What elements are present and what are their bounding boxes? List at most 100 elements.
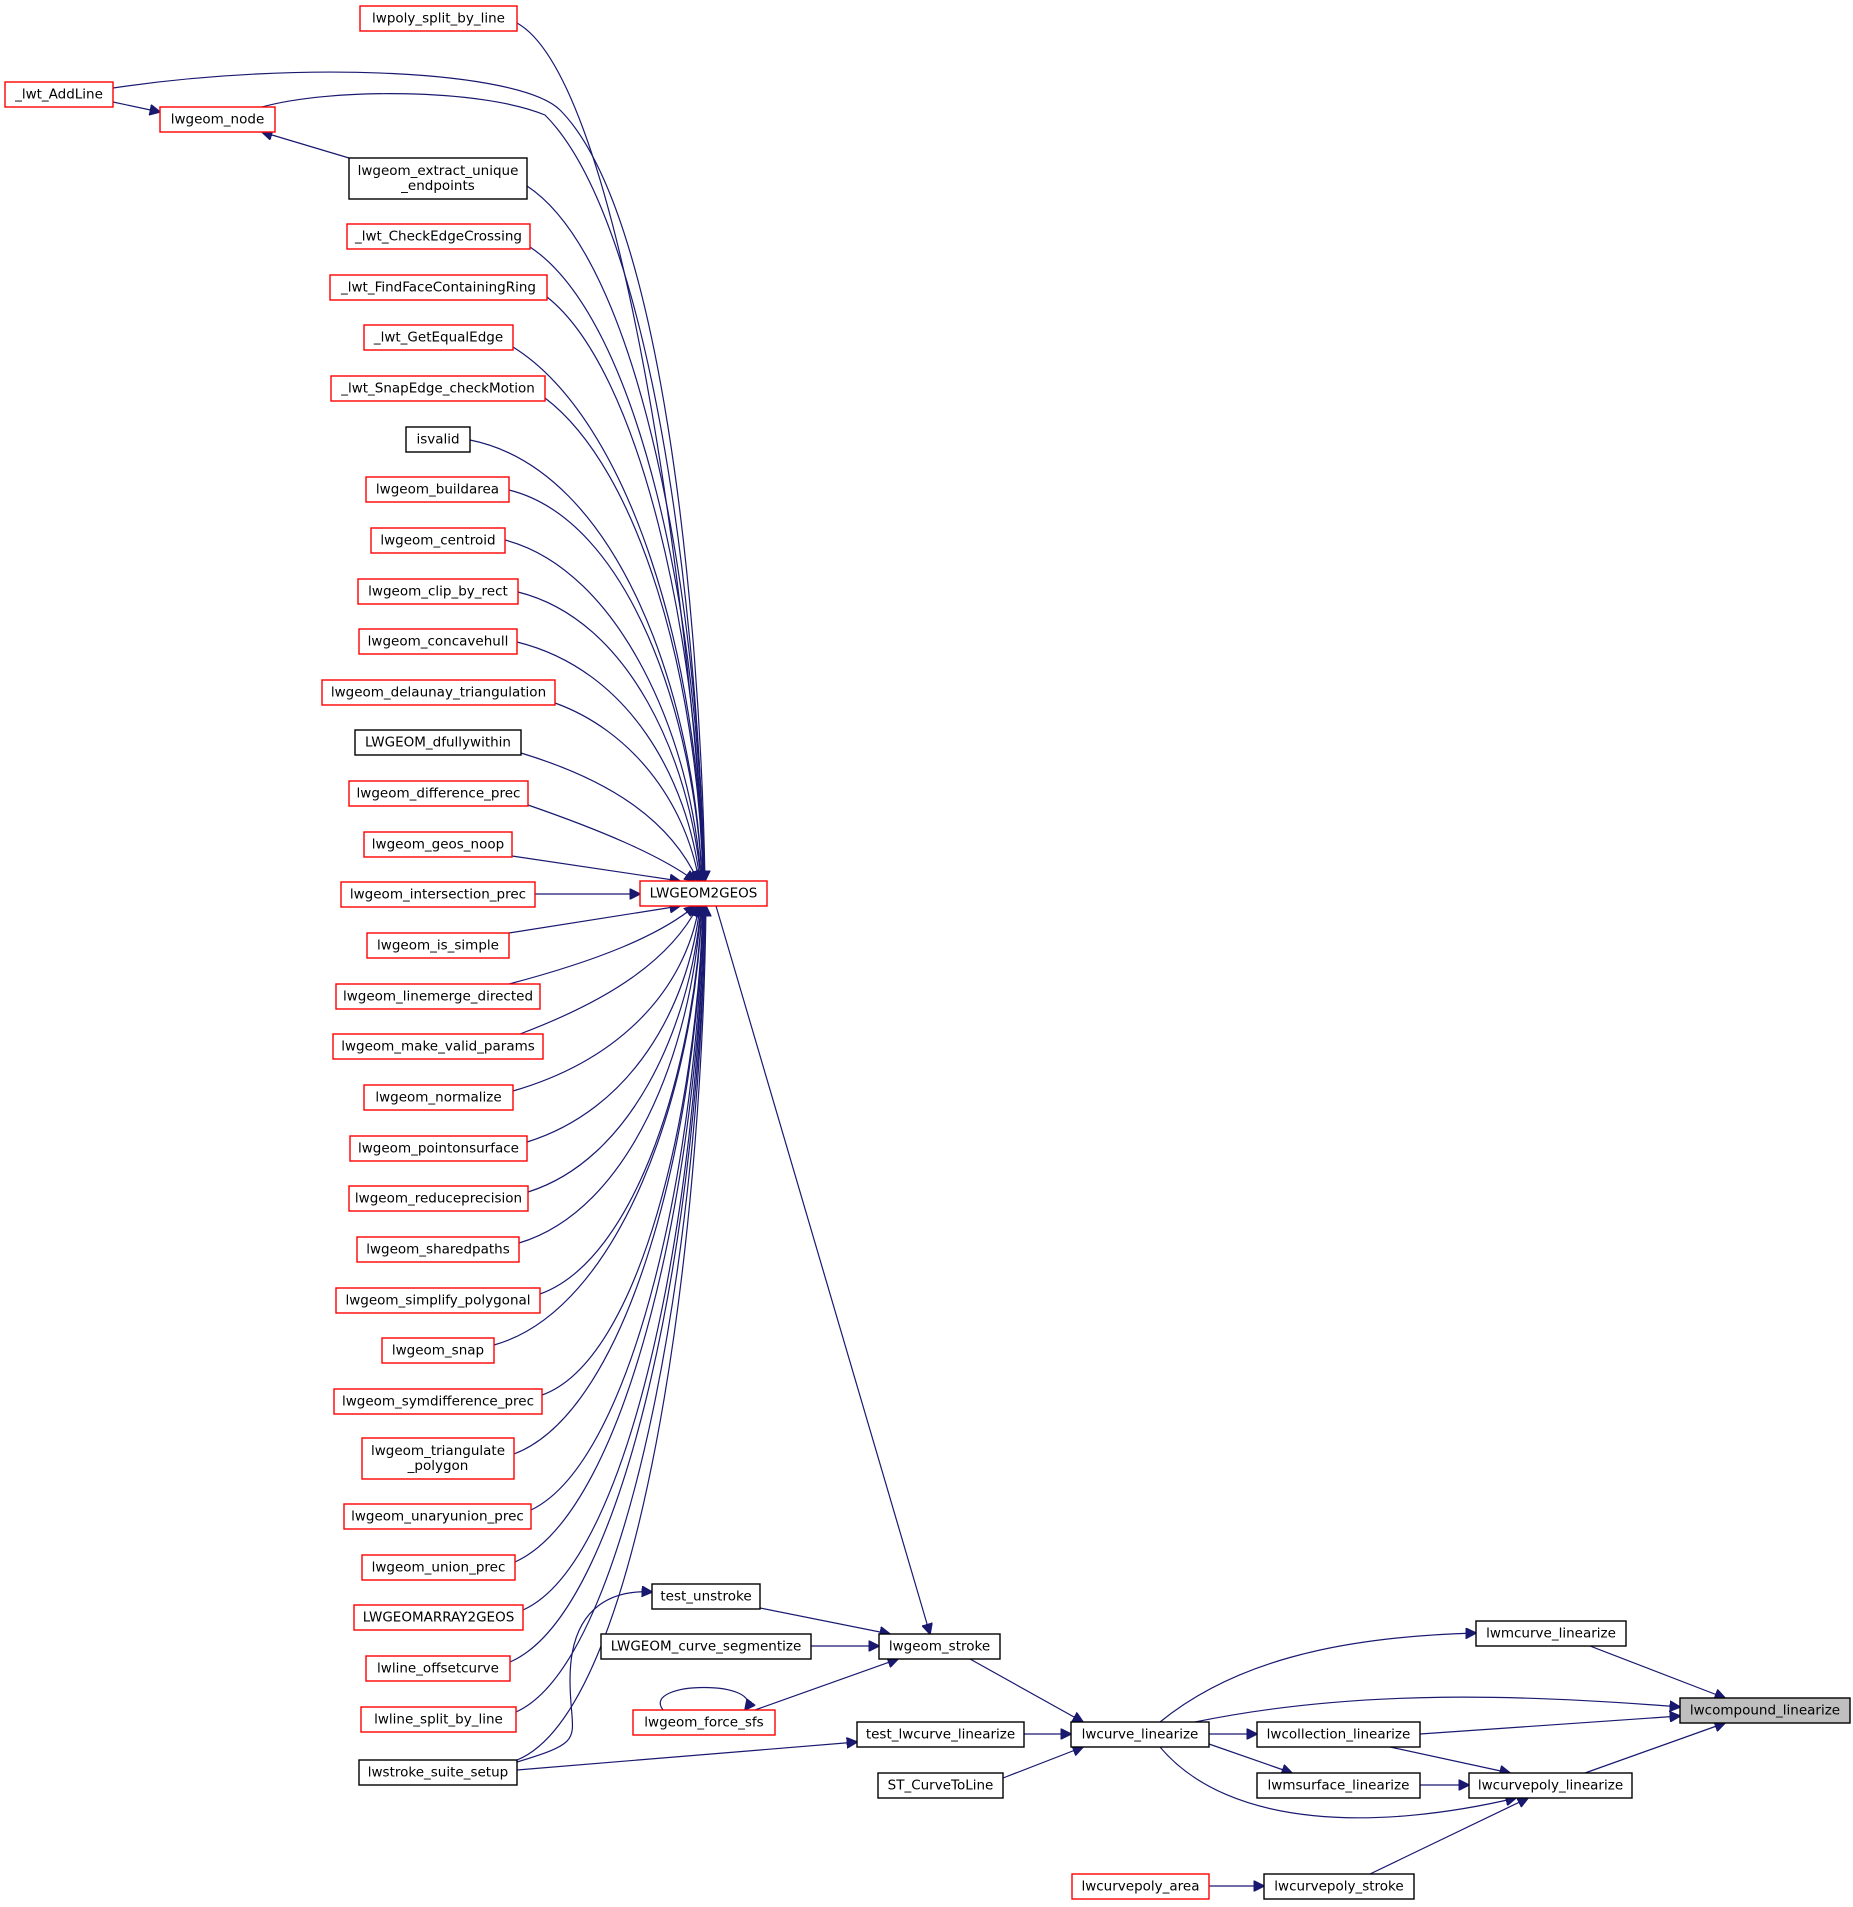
- node-lwgeom_simplify_polygonal[interactable]: lwgeom_simplify_polygonal: [335, 1287, 541, 1314]
- edge-lwgeom_delaunay_triangulation-to-LWGEOM2GEOS: [554, 702, 699, 881]
- edge-lwline_split_by_line-to-LWGEOM2GEOS: [515, 906, 705, 1713]
- node-box: [361, 1554, 516, 1581]
- node-box: [877, 1772, 1004, 1799]
- node-test_lwcurve_linearize[interactable]: test_lwcurve_linearize: [856, 1721, 1025, 1748]
- node-lwgeom_pointonsurface[interactable]: lwgeom_pointonsurface: [349, 1135, 528, 1162]
- node-lwcurve_linearize[interactable]: lwcurve_linearize: [1070, 1721, 1210, 1748]
- node-ST_CurveToLine[interactable]: ST_CurveToLine: [877, 1772, 1004, 1799]
- edge-LWGEOMARRAY2GEOS-to-LWGEOM2GEOS: [522, 906, 704, 1611]
- node-lwgeom_buildarea[interactable]: lwgeom_buildarea: [365, 476, 510, 503]
- node-_lwt_CheckEdgeCrossing[interactable]: _lwt_CheckEdgeCrossing: [346, 223, 531, 250]
- node-box: [335, 1287, 541, 1314]
- node-isvalid[interactable]: isvalid: [405, 426, 471, 453]
- node-lwmcurve_linearize[interactable]: lwmcurve_linearize: [1475, 1620, 1627, 1647]
- node-box: [330, 375, 546, 402]
- node-lwgeom_extract_unique_endpoints[interactable]: lwgeom_extract_unique_endpoints: [348, 157, 528, 200]
- node-lwgeom_sharedpaths[interactable]: lwgeom_sharedpaths: [356, 1236, 520, 1263]
- node-box: [363, 831, 513, 858]
- edge-LWGEOM2GEOS-to-lwgeom_stroke: [715, 905, 930, 1634]
- node-box: [332, 1033, 544, 1060]
- node-box: [1070, 1721, 1210, 1748]
- edge-lwpoly_split_by_line-to-LWGEOM2GEOS: [516, 22, 705, 881]
- edge-_lwt_AddLine-to-lwgeom_node: [112, 101, 160, 112]
- node-lwgeom_geos_noop[interactable]: lwgeom_geos_noop: [363, 831, 513, 858]
- edge-lwgeom_geos_noop-to-LWGEOM2GEOS: [511, 855, 680, 881]
- node-lwgeom_normalize[interactable]: lwgeom_normalize: [363, 1084, 514, 1111]
- edge-lwgeom_difference_prec-to-LWGEOM2GEOS: [527, 804, 695, 881]
- node-_lwt_AddLine[interactable]: _lwt_AddLine: [4, 81, 114, 108]
- node-_lwt_FindFaceContainingRing[interactable]: _lwt_FindFaceContainingRing: [329, 274, 548, 301]
- node-box: [358, 1759, 518, 1786]
- node-lwgeom_concavehull[interactable]: lwgeom_concavehull: [358, 628, 518, 655]
- edge-lwgeom_simplify_polygonal-to-LWGEOM2GEOS: [539, 906, 702, 1295]
- node-box: [343, 1503, 532, 1530]
- node-_lwt_SnapEdge_checkMotion[interactable]: _lwt_SnapEdge_checkMotion: [330, 375, 546, 402]
- node-label: lwmcurve_linearize: [1486, 1626, 1616, 1642]
- node-lwgeom_delaunay_triangulation[interactable]: lwgeom_delaunay_triangulation: [321, 679, 556, 706]
- node-label: lwcurve_linearize: [1082, 1727, 1199, 1743]
- node-lwgeom_clip_by_rect[interactable]: lwgeom_clip_by_rect: [357, 578, 519, 605]
- edge-LWGEOM_dfullywithin-to-LWGEOM2GEOS: [520, 752, 698, 881]
- node-lwpoly_split_by_line[interactable]: lwpoly_split_by_line: [359, 5, 518, 32]
- node-lwgeom_centroid[interactable]: lwgeom_centroid: [370, 527, 506, 554]
- node-LWGEOM_dfullywithin[interactable]: LWGEOM_dfullywithin: [354, 729, 522, 756]
- node-lwgeom_unaryunion_prec[interactable]: lwgeom_unaryunion_prec: [343, 1503, 532, 1530]
- node-lwgeom_intersection_prec[interactable]: lwgeom_intersection_prec: [340, 881, 536, 908]
- node-LWGEOM_curve_segmentize[interactable]: LWGEOM_curve_segmentize: [600, 1633, 812, 1660]
- edge-lwgeom_unaryunion_prec-to-LWGEOM2GEOS: [530, 906, 703, 1511]
- node-label: lwgeom_is_simple: [377, 938, 499, 954]
- node-LWGEOM2GEOS[interactable]: LWGEOM2GEOS: [639, 880, 768, 907]
- node-box: [856, 1721, 1025, 1748]
- node-box: [349, 1135, 528, 1162]
- node-box: [651, 1583, 761, 1610]
- node-label: lwgeom_force_sfs: [644, 1715, 763, 1731]
- node-lwcurvepoly_linearize[interactable]: lwcurvepoly_linearize: [1468, 1772, 1633, 1799]
- node-box: [357, 578, 519, 605]
- node-lwgeom_snap[interactable]: lwgeom_snap: [381, 1337, 495, 1364]
- node-lwgeom_reduceprecision[interactable]: lwgeom_reduceprecision: [348, 1185, 529, 1212]
- node-label: lwcompound_linearize: [1690, 1703, 1840, 1719]
- node-label: lwgeom_extract_unique: [358, 163, 519, 179]
- node-box: [1679, 1697, 1851, 1724]
- node-label: _lwt_FindFaceContainingRing: [340, 280, 536, 296]
- node-lwline_offsetcurve[interactable]: lwline_offsetcurve: [365, 1655, 511, 1682]
- node-box: [321, 679, 556, 706]
- node-lwgeom_difference_prec[interactable]: lwgeom_difference_prec: [348, 780, 529, 807]
- node-box: [363, 1084, 514, 1111]
- node-label: _polygon: [407, 1458, 469, 1474]
- node-lwstroke_suite_setup[interactable]: lwstroke_suite_setup: [358, 1759, 518, 1786]
- node-box: [359, 5, 518, 32]
- node-label: lwgeom_sharedpaths: [366, 1242, 510, 1258]
- node-lwgeom_symdifference_prec[interactable]: lwgeom_symdifference_prec: [333, 1388, 543, 1415]
- node-box: [365, 476, 510, 503]
- edge-lwstroke_suite_setup-to-test_lwcurve_linearize: [516, 1742, 857, 1771]
- node-label: lwgeom_buildarea: [376, 482, 499, 498]
- node-lwgeom_force_sfs[interactable]: lwgeom_force_sfs: [632, 1709, 776, 1736]
- node-box: [361, 1437, 515, 1480]
- node-lwgeom_node[interactable]: lwgeom_node: [159, 106, 276, 133]
- node-LWGEOMARRAY2GEOS[interactable]: LWGEOMARRAY2GEOS: [353, 1604, 524, 1631]
- node-lwcurvepoly_area[interactable]: lwcurvepoly_area: [1071, 1873, 1210, 1900]
- node-_lwt_GetEqualEdge[interactable]: _lwt_GetEqualEdge: [363, 324, 514, 351]
- node-lwmsurface_linearize[interactable]: lwmsurface_linearize: [1256, 1772, 1421, 1799]
- node-lwline_split_by_line[interactable]: lwline_split_by_line: [360, 1706, 517, 1733]
- node-box: [1263, 1873, 1415, 1900]
- node-lwgeom_linemerge_directed[interactable]: lwgeom_linemerge_directed: [335, 983, 541, 1010]
- node-lwgeom_make_valid_params[interactable]: lwgeom_make_valid_params: [332, 1033, 544, 1060]
- node-test_unstroke[interactable]: test_unstroke: [651, 1583, 761, 1610]
- node-lwcurvepoly_stroke[interactable]: lwcurvepoly_stroke: [1263, 1873, 1415, 1900]
- node-box: [346, 223, 531, 250]
- node-label: lwgeom_snap: [392, 1343, 484, 1359]
- node-lwcompound_linearize[interactable]: lwcompound_linearize: [1679, 1697, 1851, 1724]
- edge-lwgeom_linemerge_directed-to-LWGEOM2GEOS: [508, 906, 695, 985]
- node-label: _lwt_GetEqualEdge: [373, 330, 503, 346]
- node-lwgeom_is_simple[interactable]: lwgeom_is_simple: [366, 932, 510, 959]
- node-label: lwgeom_centroid: [380, 533, 495, 549]
- node-lwgeom_union_prec[interactable]: lwgeom_union_prec: [361, 1554, 516, 1581]
- node-lwgeom_triangulate_polygon[interactable]: lwgeom_triangulate_polygon: [361, 1437, 515, 1480]
- node-label: lwgeom_pointonsurface: [358, 1141, 519, 1157]
- node-lwgeom_stroke[interactable]: lwgeom_stroke: [878, 1633, 1001, 1660]
- node-lwcollection_linearize[interactable]: lwcollection_linearize: [1256, 1721, 1421, 1748]
- node-label: LWGEOM_dfullywithin: [365, 735, 511, 751]
- node-box: [333, 1388, 543, 1415]
